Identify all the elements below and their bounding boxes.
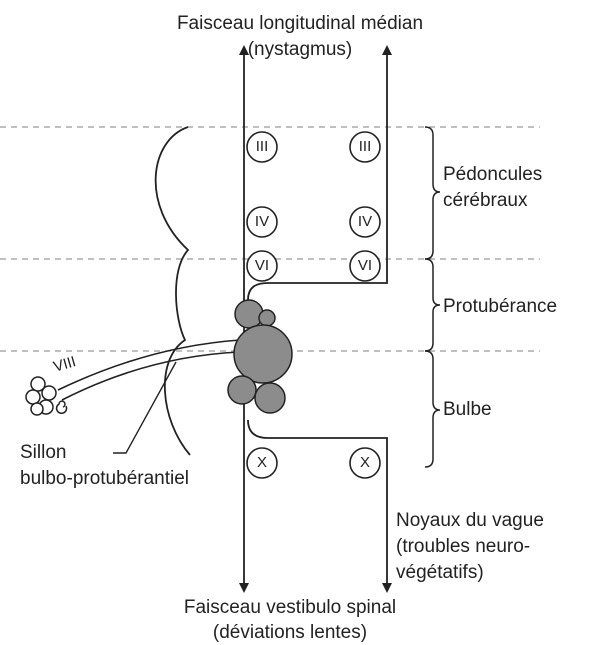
nucleus-vi-right — [349, 250, 381, 282]
nucleus-x-left-label: X — [256, 454, 267, 471]
bottom-label-line2: (déviations lentes) — [212, 622, 368, 643]
nerve-viii-lower-line — [61, 351, 241, 401]
region-pedoncules-line2: cérébraux — [443, 190, 528, 211]
vague-label-line1: Noyaux du vague — [396, 510, 544, 531]
vestibular-nucleus-superior — [234, 299, 264, 329]
nerve-viii-upper-line — [57, 339, 241, 391]
nucleus-iii-right — [349, 131, 381, 163]
nucleus-vi-right-label: VI — [357, 257, 373, 274]
top-label-line2: (nystagmus) — [247, 39, 353, 60]
nucleus-iv-right-label: IV — [357, 213, 373, 230]
brainstem-contour — [154, 126, 191, 456]
brace-bulbe — [424, 350, 441, 468]
brace-pedoncules — [424, 126, 441, 260]
vestibular-nucleus-medial — [227, 375, 257, 405]
vague-label-line2: (troubles neuro- — [396, 536, 531, 557]
right-ascending-tract — [247, 45, 392, 301]
nucleus-vi-left-label: VI — [254, 257, 270, 274]
vestibular-nucleus-inferior — [254, 382, 286, 414]
nucleus-x-right — [349, 447, 381, 479]
region-protuberance: Protubérance — [443, 296, 558, 317]
vestibular-nucleus-small — [258, 309, 276, 327]
nucleus-x-right-label: X — [359, 454, 370, 471]
bottom-label-line1: Faisceau vestibulo spinal — [183, 597, 397, 618]
top-label-line1: Faisceau longitudinal médian — [176, 13, 424, 34]
sillon-pointer-line — [113, 361, 177, 454]
region-bulbe: Bulbe — [443, 399, 492, 420]
sillon-label-line2: bulbo-protubérantiel — [20, 468, 190, 489]
vestibular-nucleus-lateral — [233, 324, 293, 384]
nucleus-iv-left — [246, 206, 278, 238]
inner-ear-icon — [25, 376, 68, 416]
right-descending-tract — [247, 419, 392, 593]
sillon-label-line1: Sillon — [20, 442, 67, 463]
vestibular-nuclei — [227, 299, 293, 414]
region-pedoncules-line1: Pédoncules — [443, 164, 543, 185]
nucleus-iii-right-label: III — [358, 138, 372, 155]
nucleus-iv-right — [349, 206, 381, 238]
nucleus-iii-left-label: III — [255, 138, 269, 155]
nucleus-vi-left — [246, 250, 278, 282]
vague-label-line3: végétatifs) — [396, 562, 484, 583]
nucleus-iii-left — [246, 131, 278, 163]
brace-protuberance — [424, 258, 441, 352]
nucleus-x-left — [246, 447, 278, 479]
nucleus-iv-left-label: IV — [254, 213, 270, 230]
